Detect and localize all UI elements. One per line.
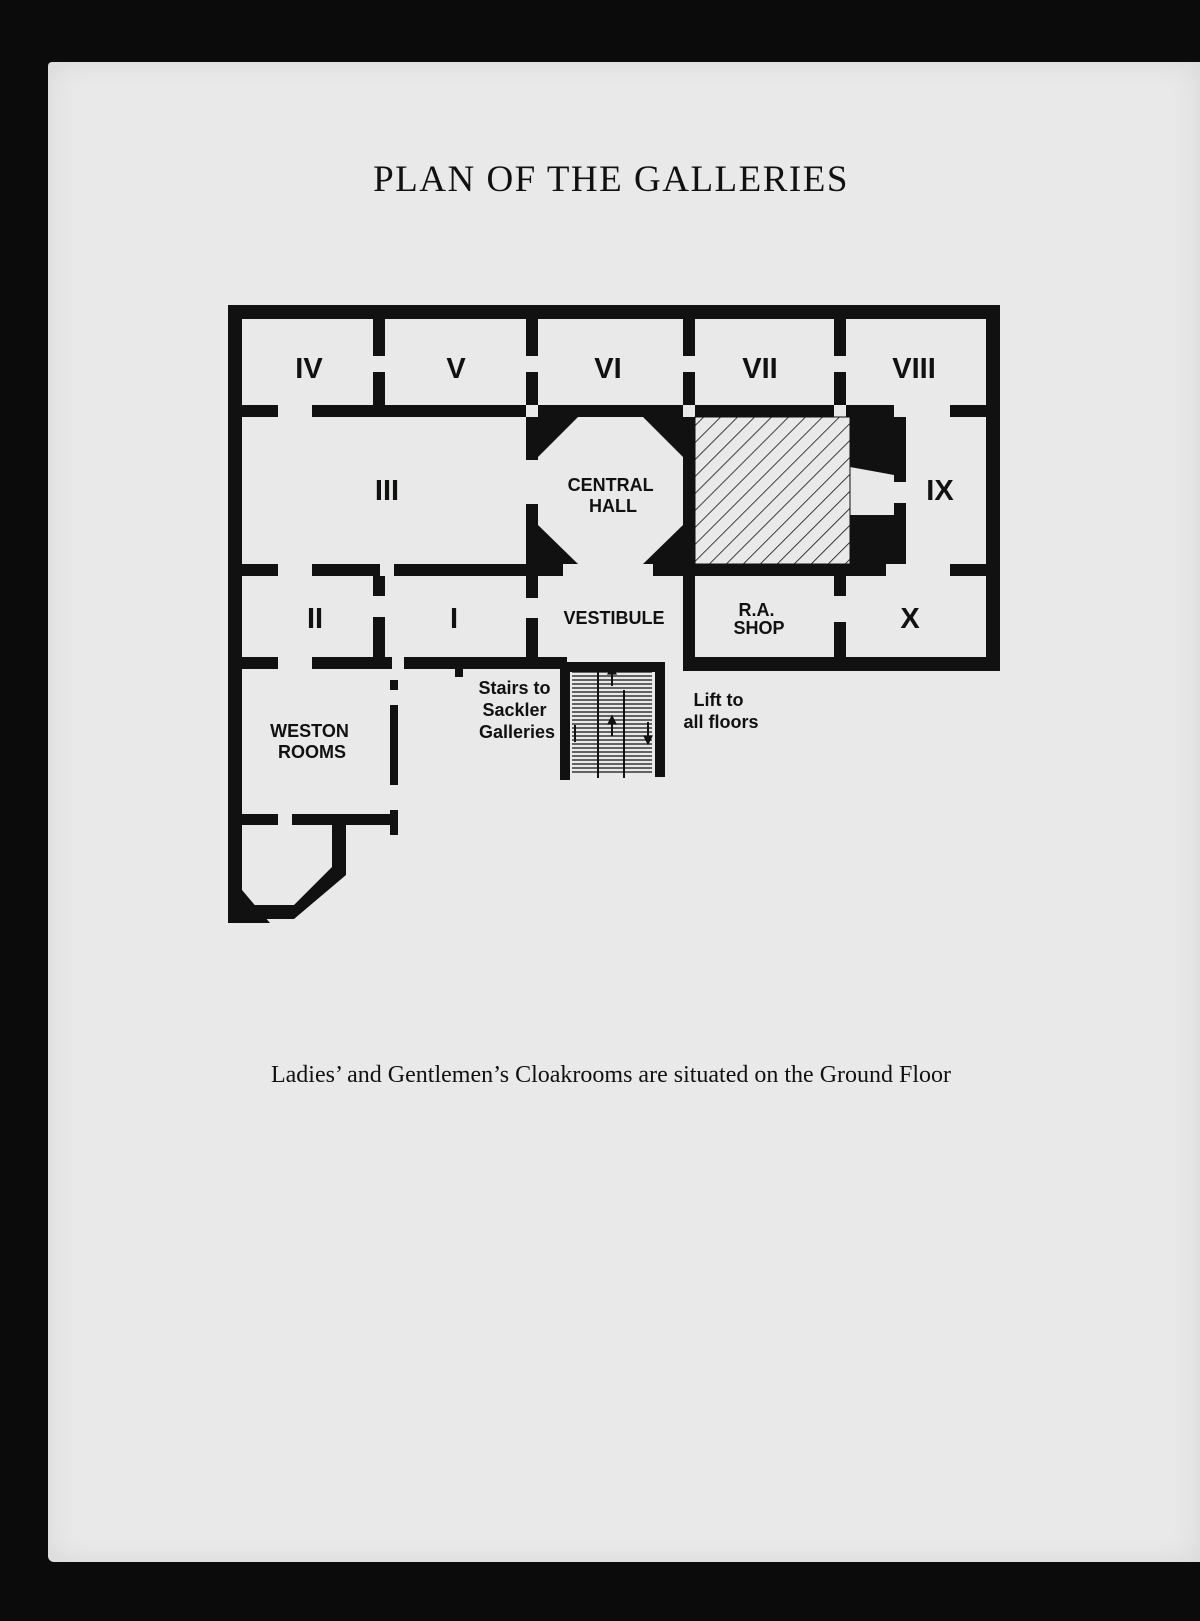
weston-line-2: ROOMS [278, 742, 346, 762]
room-labels: IV V VI VII VIII III IX II I X CENTRAL H… [270, 353, 954, 762]
stairs-line-3: Galleries [479, 722, 555, 742]
room-x-label: X [900, 603, 920, 635]
central-hall-line-2: HALL [589, 496, 637, 516]
central-hall-label: CENTRAL HALL [568, 475, 659, 516]
room-iv-label: IV [295, 353, 323, 385]
ra-shop-line-1: R.A. [738, 600, 774, 620]
central-hall-line-1: CENTRAL [568, 475, 654, 495]
plan-walls [228, 305, 1000, 923]
staircase [572, 664, 653, 778]
stairs-line-2: Sackler [482, 700, 546, 720]
vestibule-label: VESTIBULE [563, 608, 664, 628]
gallery-floor-plan: IV V VI VII VIII III IX II I X CENTRAL H… [228, 305, 1000, 923]
page-title: PLAN OF THE GALLERIES [373, 159, 849, 200]
page: PLAN OF THE GALLERIES [48, 62, 1200, 1562]
ra-shop-line-2: SHOP [733, 618, 784, 638]
room-ii-label: II [307, 603, 323, 635]
lift-line-1: Lift to [694, 690, 744, 710]
room-viii-label: VIII [892, 353, 936, 385]
central-stair-area [694, 416, 851, 565]
lift-label: Lift to all floors [683, 690, 758, 732]
stairs-line-1: Stairs to [478, 678, 550, 698]
room-i-label: I [450, 603, 458, 635]
cloakroom-note: Ladies’ and Gentlemen’s Cloakrooms are s… [270, 1062, 952, 1088]
stairs-label: Stairs to Sackler Galleries [478, 678, 555, 742]
lift-line-2: all floors [683, 712, 758, 732]
room-ix-label: IX [926, 475, 954, 507]
ra-shop-label: R.A. SHOP [733, 600, 784, 638]
room-vii-label: VII [742, 353, 777, 385]
weston-rooms-label: WESTON ROOMS [270, 721, 354, 762]
room-iii-label: III [375, 475, 399, 507]
weston-line-1: WESTON [270, 721, 349, 741]
room-vi-label: VI [594, 353, 621, 385]
room-v-label: V [446, 353, 466, 385]
